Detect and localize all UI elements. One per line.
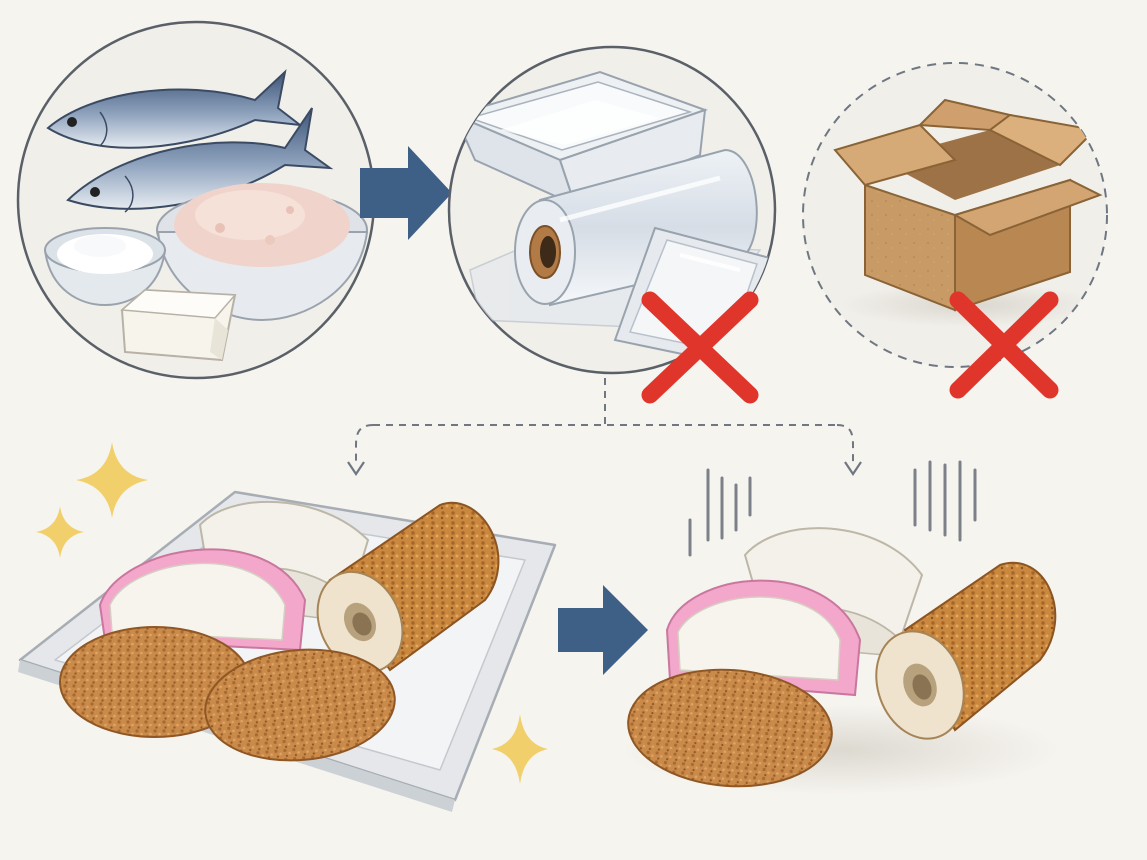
arrow-down-icon [844, 461, 862, 476]
fish-icon [66, 107, 334, 213]
kamaboko-pink-icon [665, 579, 862, 697]
tofu-block-icon [120, 288, 237, 362]
chikuwa-icon [316, 501, 500, 674]
arrow-right-icon [360, 146, 452, 240]
fried-fish-cake-icon [627, 668, 833, 788]
sparkle-icon [76, 442, 148, 518]
salt-bowl-icon [43, 227, 167, 307]
sparkle-icon [36, 506, 84, 558]
sparkle-icon [492, 714, 548, 784]
chikuwa-icon [875, 561, 1057, 740]
cardboard-box-icon [833, 98, 1103, 312]
arrow-down-icon [347, 461, 365, 476]
fish-icon [46, 69, 304, 149]
packaging-circle [447, 45, 777, 404]
cross-icon [641, 291, 759, 404]
kamaboko-pink-icon [98, 548, 307, 652]
cross-icon [949, 291, 1059, 399]
arrow-right-icon [558, 585, 648, 675]
plastic-tray-icon [452, 70, 709, 207]
fish-paste-bowl-icon [156, 183, 369, 322]
shipping-box-circle [802, 62, 1108, 399]
motion-lines-icon [913, 460, 977, 542]
motion-lines-icon [688, 468, 752, 557]
dashed-branch-connector [355, 378, 854, 462]
raw-materials-circle [16, 20, 376, 380]
fried-fish-cake-icon [204, 648, 396, 762]
